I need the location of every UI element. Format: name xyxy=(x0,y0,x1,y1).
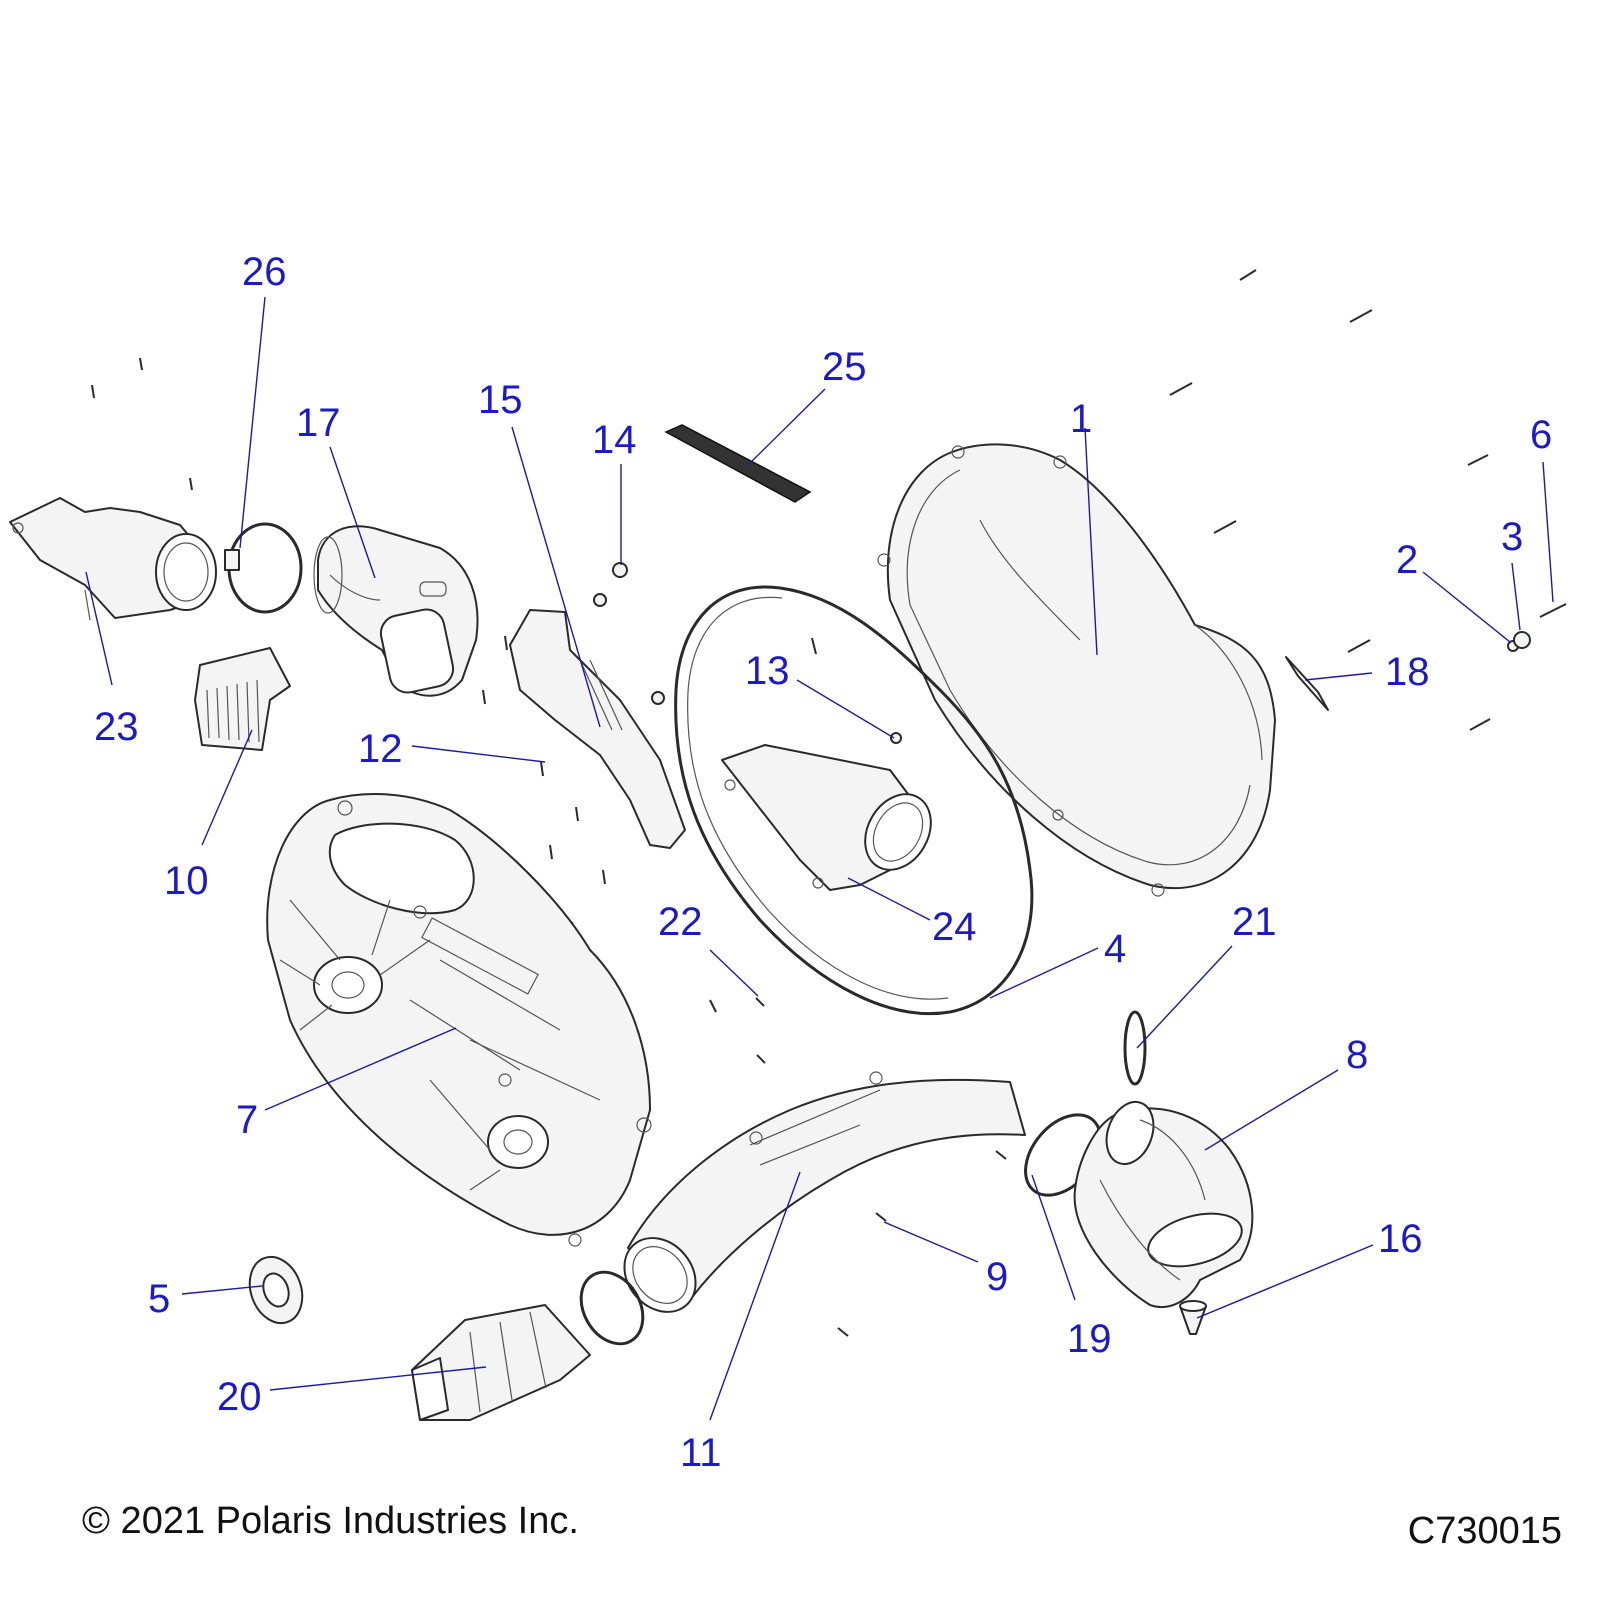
exhaust-duct xyxy=(623,1071,1026,1313)
leader-20 xyxy=(269,1366,487,1391)
callout-20: 20 xyxy=(217,1375,262,1419)
leader-25 xyxy=(747,388,826,466)
leader-2 xyxy=(1422,571,1511,643)
leader-9 xyxy=(883,1221,979,1263)
cover-screws xyxy=(1169,269,1567,731)
clutch-cover-outer xyxy=(877,443,1276,897)
callout-22: 22 xyxy=(658,900,703,944)
callout-6: 6 xyxy=(1530,413,1552,457)
leader-24 xyxy=(847,877,931,921)
leader-1 xyxy=(1084,427,1098,656)
callout-14: 14 xyxy=(592,418,637,462)
bracket-plate xyxy=(509,609,686,849)
air-duct-inlet xyxy=(9,497,217,621)
callout-12: 12 xyxy=(358,727,403,771)
callout-19: 19 xyxy=(1067,1317,1112,1361)
callout-2: 2 xyxy=(1396,538,1418,582)
callout-16: 16 xyxy=(1378,1217,1423,1261)
callout-11: 11 xyxy=(680,1431,722,1475)
foam-strip xyxy=(664,424,812,503)
label-decal xyxy=(1285,656,1329,711)
leader-8 xyxy=(1204,1069,1339,1151)
leader-23 xyxy=(85,571,113,686)
leader-4 xyxy=(989,947,1099,999)
leader-12 xyxy=(411,745,546,763)
leader-21 xyxy=(1136,945,1233,1049)
callout-13: 13 xyxy=(745,649,790,693)
leader-19 xyxy=(1031,1174,1076,1301)
callout-25: 25 xyxy=(822,345,867,389)
drawing-number: C730015 xyxy=(1407,1510,1562,1552)
screw xyxy=(709,997,766,1064)
nut xyxy=(1513,631,1531,649)
cover-seal xyxy=(674,585,1034,1016)
leader-13 xyxy=(796,679,895,739)
screw xyxy=(811,637,902,744)
callout-1: 1 xyxy=(1070,397,1092,441)
screw xyxy=(91,357,193,491)
leader-15 xyxy=(511,426,601,728)
drain-valve xyxy=(1179,1300,1207,1335)
leader-10 xyxy=(201,729,253,846)
nut xyxy=(593,562,665,705)
callout-23: 23 xyxy=(94,705,139,749)
callout-5: 5 xyxy=(148,1277,170,1321)
leader-18 xyxy=(1304,672,1373,681)
callout-17: 17 xyxy=(296,401,341,445)
clutch-cover-inner xyxy=(266,793,652,1247)
seal-ring xyxy=(248,1255,304,1325)
callout-3: 3 xyxy=(1501,515,1523,559)
callout-26: 26 xyxy=(242,250,287,294)
intake-elbow xyxy=(1073,1101,1254,1308)
hose-clamp xyxy=(579,1270,645,1346)
intake-boot xyxy=(411,1304,591,1421)
leader-3 xyxy=(1511,562,1521,631)
leader-22 xyxy=(709,949,759,997)
callout-10: 10 xyxy=(164,859,209,903)
callout-labels: 1 2 3 4 5 6 7 8 9 10 11 12 13 14 15 16 1… xyxy=(94,250,1552,1475)
grille-screen xyxy=(194,647,291,751)
leader-6 xyxy=(1542,461,1554,603)
callout-9: 9 xyxy=(986,1255,1008,1299)
callout-21: 21 xyxy=(1232,900,1277,944)
leader-11 xyxy=(709,1171,801,1421)
leader-lines xyxy=(85,296,1554,1421)
callout-15: 15 xyxy=(478,378,523,422)
leader-26 xyxy=(239,296,266,549)
callout-7: 7 xyxy=(236,1098,258,1142)
leader-5 xyxy=(181,1285,263,1295)
leader-16 xyxy=(1196,1244,1374,1319)
hose-clamp xyxy=(224,522,303,614)
callout-18: 18 xyxy=(1385,650,1430,694)
copyright-notice: © 2021 Polaris Industries Inc. xyxy=(82,1500,579,1542)
callout-8: 8 xyxy=(1346,1033,1368,1077)
duct-elbow xyxy=(313,525,479,697)
intake-funnel xyxy=(721,744,932,891)
screw xyxy=(837,1150,1007,1337)
leader-7 xyxy=(264,1027,457,1111)
leader-17 xyxy=(329,446,376,579)
callout-24: 24 xyxy=(932,905,977,949)
hose-clamp xyxy=(1123,1010,1147,1086)
callout-4: 4 xyxy=(1104,927,1126,971)
